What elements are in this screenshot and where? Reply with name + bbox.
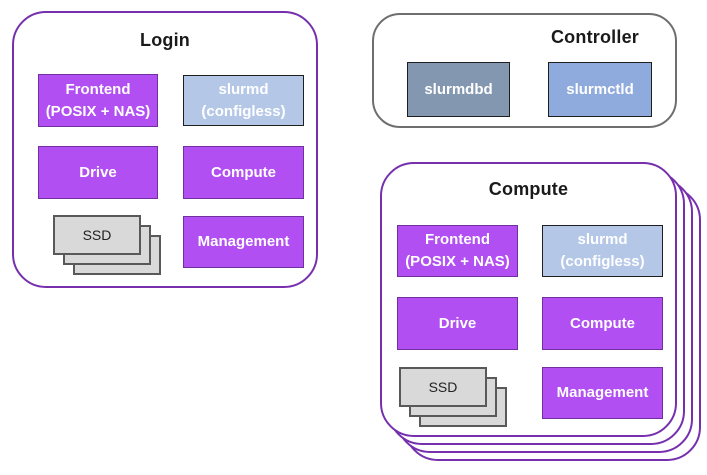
login-frontend-node: Frontend (POSIX + NAS): [38, 74, 158, 127]
login-drive-node: Drive: [38, 146, 158, 199]
management-label: Management: [556, 384, 649, 402]
slurmctld-label: slurmctld: [566, 80, 634, 98]
slurmdbd-label: slurmdbd: [424, 80, 493, 98]
compute-slurmd-node: slurmd (configless): [542, 225, 663, 277]
controller-group: Controller slurmdbd slurmctld: [372, 13, 677, 128]
compute-drive-node: Drive: [397, 297, 518, 350]
compute-group: Compute Frontend (POSIX + NAS) slurmd (c…: [380, 162, 677, 437]
compute-compute-node: Compute: [542, 297, 663, 350]
compute-label: Compute: [211, 163, 276, 181]
ssd-card-front: SSD: [399, 367, 487, 407]
ssd-label: SSD: [428, 379, 458, 395]
slurmd-label-line2: (configless): [560, 253, 645, 270]
compute-frontend-node: Frontend (POSIX + NAS): [397, 225, 518, 277]
login-compute-node: Compute: [183, 146, 304, 199]
drive-label: Drive: [438, 314, 477, 332]
slurmd-label-line1: slurmd: [218, 80, 269, 98]
login-management-node: Management: [183, 216, 304, 268]
slurmd-label-line1: slurmd: [577, 231, 628, 249]
frontend-label-line1: Frontend: [65, 80, 131, 98]
slurmd-label-line2: (configless): [201, 102, 286, 120]
ssd-card-front: SSD: [53, 215, 141, 255]
login-slurmd-node: slurmd (configless): [183, 75, 304, 126]
frontend-label-line2: (POSIX + NAS): [45, 102, 151, 120]
login-group: Login Frontend (POSIX + NAS) slurmd (con…: [12, 11, 318, 288]
login-ssd-stack: SSD: [53, 215, 161, 275]
slurmdbd-node: slurmdbd: [407, 62, 510, 117]
compute-management-node: Management: [542, 367, 663, 419]
slurmctld-node: slurmctld: [548, 62, 652, 117]
compute-group-stack: Compute Frontend (POSIX + NAS) slurmd (c…: [380, 162, 702, 462]
management-label: Management: [197, 233, 290, 251]
compute-label: Compute: [570, 314, 635, 332]
ssd-label: SSD: [82, 227, 112, 243]
frontend-label-line1: Frontend: [425, 231, 490, 249]
compute-group-title: Compute: [488, 179, 569, 199]
drive-label: Drive: [79, 163, 117, 181]
compute-ssd-stack: SSD: [399, 367, 507, 427]
controller-group-title: Controller: [550, 27, 639, 47]
frontend-label-line2: (POSIX + NAS): [405, 253, 510, 270]
login-group-title: Login: [140, 30, 190, 50]
